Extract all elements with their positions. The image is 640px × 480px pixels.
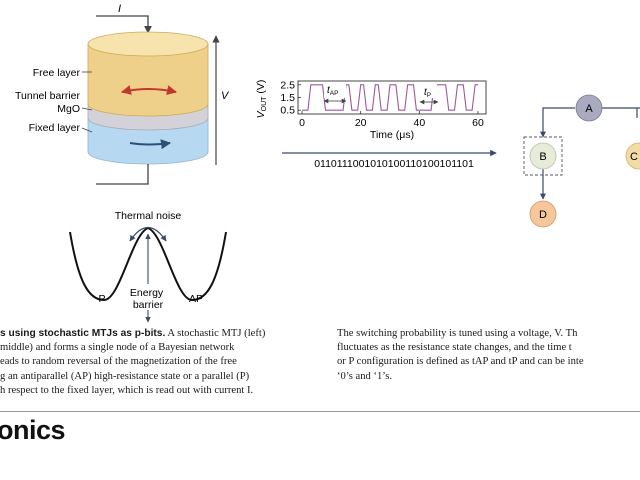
tunnel-barrier-label: Tunnel barrier <box>15 90 80 102</box>
t-p-main: t <box>424 87 428 98</box>
journal-name: onics <box>0 415 66 445</box>
edge-a-b <box>540 107 575 138</box>
bayesian-network: A B C D <box>523 94 640 228</box>
y-axis-label-unit: (V) <box>255 80 267 97</box>
node-a-label: A <box>585 103 593 115</box>
caption-bold-lead: s using stochastic MTJs as p-bits. <box>0 328 166 339</box>
caption-right-line-1: The switching probability is tuned using… <box>337 328 578 339</box>
y-axis-label: VOUT (V) <box>255 80 268 119</box>
caption-left-line-1-rest: A stochastic MTJ (left) <box>165 328 266 339</box>
energy-landscape: Thermal noise P AP Energy barrier <box>69 210 227 323</box>
free-layer <box>87 43 209 117</box>
fixed-layer-label: Fixed layer <box>29 122 81 134</box>
mtj-device: I V Free layer Tunnel barrier MgO Fixed … <box>15 3 230 185</box>
y-axis-label-main: V <box>255 110 267 118</box>
node-c-label: C <box>630 151 638 163</box>
figure-caption-left: s using stochastic MTJs as p-bits. A sto… <box>0 327 322 398</box>
t-ap-sub: AP <box>330 90 339 97</box>
caption-left-line-4: g an antiparallel (AP) high-resistance s… <box>0 370 250 382</box>
selected-node-box <box>523 136 563 176</box>
t-ap-main: t <box>327 85 331 96</box>
caption-right-line-3: or P configuration is defined as tAP and… <box>337 356 584 368</box>
y-axis-label-sub: OUT <box>261 96 268 112</box>
thermal-noise-label: Thermal noise <box>115 210 182 222</box>
fixed-layer-leader <box>81 127 93 133</box>
caption-right-line-2: fluctuates as the resistance state chang… <box>337 342 572 354</box>
barrier-label-bg <box>128 284 168 310</box>
t-ap-label: tAP <box>327 85 338 97</box>
caption-right-line-4: ‘0’s and ‘1’s. <box>337 370 393 382</box>
x-tick-label: 20 <box>355 117 367 129</box>
fixed-layer-arrow <box>129 139 171 150</box>
current-lead-top <box>96 15 152 34</box>
caption-left-line-1: s using stochastic MTJs as p-bits. A sto… <box>0 327 322 341</box>
node-b <box>529 142 557 170</box>
t-p-label-bg <box>421 84 437 98</box>
caption-left-line-5: h respect to the fixed layer, which is r… <box>0 384 254 396</box>
fixed-layer <box>87 117 209 165</box>
current-label: I <box>118 3 121 15</box>
x-tick-label: 60 <box>472 117 484 129</box>
voltage-label: V <box>221 90 230 102</box>
current-lead-bottom <box>96 164 149 185</box>
caption-left-line-3: eads to random reversal of the magnetiza… <box>0 356 237 368</box>
y-tick-label: 0.5 <box>280 105 295 117</box>
x-tick-label: 40 <box>413 117 425 129</box>
mgo-label: MgO <box>57 103 80 115</box>
x-tick-label: 0 <box>299 117 305 129</box>
page-divider <box>0 411 640 412</box>
chart-ticks: 0 20 40 60 0.51.52.5 <box>280 79 484 129</box>
node-d <box>529 200 557 228</box>
node-b-label: B <box>539 151 546 163</box>
caption-left-line-2: middle) and forms a single node of a Bay… <box>0 342 235 354</box>
figure-canvas: I V Free layer Tunnel barrier MgO Fixed … <box>15 3 640 323</box>
barrier-leader <box>81 107 93 111</box>
y-tick-label: 1.5 <box>280 92 295 104</box>
free-layer-top <box>87 31 209 57</box>
node-c <box>625 142 640 170</box>
figure-caption-right: The switching probability is tuned using… <box>337 327 640 384</box>
free-layer-arrow <box>121 85 177 96</box>
energy-barrier-line2: barrier <box>133 299 164 311</box>
node-a <box>575 94 603 122</box>
energy-barrier-label: Energy barrier <box>130 287 166 311</box>
bitstream: 0110111001010100110100101101 <box>314 158 474 170</box>
x-axis-label: Time (μs) <box>370 129 414 141</box>
free-layer-label: Free layer <box>33 67 81 79</box>
t-ap-label-bg <box>324 82 346 98</box>
ap-state-label: AP <box>189 293 203 305</box>
p-state-label: P <box>98 293 105 305</box>
t-p-sub: P <box>427 92 431 99</box>
t-p-label: tP <box>424 87 431 99</box>
node-d-label: D <box>539 209 547 221</box>
thermal-noise-arrow <box>129 226 167 242</box>
energy-barrier-line1: Energy <box>130 287 164 299</box>
y-tick-label: 2.5 <box>280 79 295 91</box>
